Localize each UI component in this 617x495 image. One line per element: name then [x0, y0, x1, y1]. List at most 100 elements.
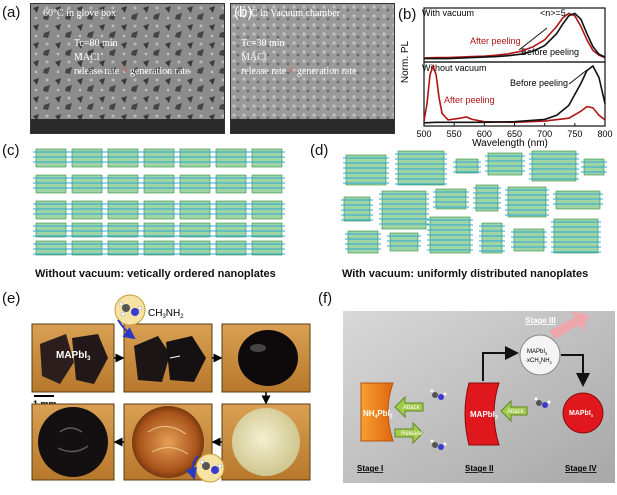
panel-label-d: (d) [310, 142, 329, 159]
nanoplate [69, 148, 105, 168]
nanoplate [141, 200, 177, 220]
release-rate-label: release rate [74, 66, 120, 77]
nanoplate [141, 240, 177, 256]
nanoplate [581, 158, 607, 176]
nanoplate [479, 222, 505, 254]
panel-label-c: (c) [2, 142, 20, 159]
attack-arrow-1 [394, 395, 424, 419]
sem-texture [231, 4, 394, 133]
sem-a-info-bar [31, 119, 224, 133]
caption-without-vacuum: Without vacuum: vetically ordered nanopl… [35, 268, 276, 280]
nanoplate [33, 174, 69, 194]
methylamine-molecule-icon [534, 397, 551, 408]
nanoplate [105, 148, 141, 168]
nanoplate [105, 174, 141, 194]
nanoplate [213, 174, 249, 194]
nanoplate [249, 174, 285, 194]
series-line-1-1 [423, 12, 606, 59]
nanoplate [69, 174, 105, 194]
stage-2-label: Stage II [465, 464, 493, 473]
nanoplate [213, 240, 249, 256]
annotation-arrow [518, 27, 548, 51]
nanoplate [553, 190, 603, 210]
complex-sphere [519, 334, 561, 376]
panel-label-e: (e) [2, 290, 21, 307]
sem-b-info-bar [231, 119, 394, 133]
nanoplate [551, 218, 601, 254]
photo-black-droplet [221, 323, 311, 393]
nanoplate [177, 240, 213, 256]
stage-3-label: Stage III [525, 316, 556, 325]
attack-label-2: Attack [507, 409, 525, 415]
nanoplate [177, 148, 213, 168]
nanoplate [177, 222, 213, 238]
rate-relation: < [288, 66, 295, 77]
mapbi3-stage2-label: MAPbI3 [470, 410, 498, 421]
nanoplate [69, 240, 105, 256]
sem-a-line-4: release rate > generation rate [74, 66, 190, 78]
pink-release-arrow [549, 311, 589, 339]
complex-label-top: MAPbI3 [527, 349, 548, 356]
nanoplate [511, 228, 547, 252]
sem-b-line-4: release rate < generation rate [241, 66, 357, 78]
annotation-with-vacuum: With vacuum [422, 8, 474, 18]
sem-b-line-1: 60°C in Vacuum chamber [237, 8, 340, 19]
release-label: Release [401, 431, 424, 437]
nanoplate [387, 232, 421, 252]
x-tick-label: 650 [507, 129, 522, 139]
x-tick-label: 750 [567, 129, 582, 139]
x-tick-label: 600 [477, 129, 492, 139]
photo-black-film [31, 403, 115, 481]
nanoplate [105, 222, 141, 238]
nanoplate [141, 174, 177, 194]
x-tick-label: 550 [447, 129, 462, 139]
panel-label-a: (a) [2, 4, 21, 21]
sem-b-line-3: MACl [241, 52, 267, 63]
nanoplate [69, 222, 105, 238]
nanoplate [395, 150, 447, 186]
nh4pbi3-label: NH4PbI3 [363, 409, 393, 420]
series-line-2-2 [423, 64, 606, 124]
photo-amber-droplet [123, 403, 213, 481]
attack-label-1: Attack [403, 405, 421, 411]
x-tick-label: 500 [416, 129, 431, 139]
generation-rate-label: generation rate [296, 66, 357, 77]
nanoplate [427, 216, 473, 254]
mapbi3-final-sphere [562, 392, 604, 434]
nanoplate [485, 152, 525, 176]
nanoplate [249, 200, 285, 220]
nanoplate [33, 148, 69, 168]
label-after-peeling-top: After peeling [470, 36, 521, 46]
nanoplate [213, 148, 249, 168]
nanoplate [213, 222, 249, 238]
nanoplate [505, 186, 549, 218]
nanoplate [345, 230, 381, 254]
release-arrow [394, 421, 424, 445]
sem-a-line-2: Tc=80 min [74, 38, 118, 49]
sem-image-glove-box: 60°C in glove box Tc=80 min MACl release… [30, 3, 225, 134]
label-before-peeling-bottom: Before peeling [510, 78, 568, 88]
nanoplate [341, 196, 373, 222]
nanoplate [379, 190, 429, 230]
rate-relation: > [121, 66, 128, 77]
pl-spectrum-chart: Norm. PL Wavelength (nm) With vacuum <n>… [400, 7, 613, 149]
methylamine-molecule-icon [114, 294, 146, 326]
nanoplate [433, 188, 469, 210]
caption-with-vacuum: With vacuum: uniformly distributed nanop… [342, 268, 589, 280]
nanoplate [249, 240, 285, 256]
x-axis-label: Wavelength (nm) [472, 138, 548, 149]
series-line-2-1 [423, 63, 606, 124]
photo-mapbi3-crystals: MAPbI3 1 mm [31, 323, 115, 409]
mapbi3-block [464, 382, 500, 446]
nanoplate [177, 174, 213, 194]
nanoplate [453, 158, 481, 174]
mapbi3-stage4-label: MAPbI3 [569, 410, 594, 418]
methylamine-molecule-icon [430, 439, 447, 450]
stage-1-label: Stage I [357, 464, 383, 473]
methylamine-formula: CH3NH2 [148, 308, 184, 320]
sem-a-line-1: 60°C in glove box [43, 8, 117, 19]
nanoplate [529, 150, 579, 182]
methylamine-molecule-icon [195, 453, 225, 483]
nanoplate [33, 240, 69, 256]
label-after-peeling-bottom: After peeling [444, 95, 495, 105]
